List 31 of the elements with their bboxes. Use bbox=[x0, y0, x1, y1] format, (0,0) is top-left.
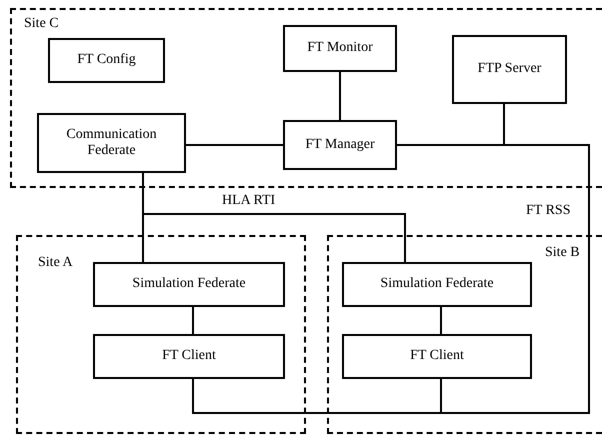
process-box bbox=[48, 38, 165, 83]
process-box bbox=[283, 120, 397, 170]
site-boundary bbox=[327, 235, 602, 434]
site-label: Site C bbox=[24, 16, 59, 32]
process-box bbox=[342, 334, 532, 379]
process-box bbox=[93, 262, 285, 307]
box-label: FT Monitor bbox=[307, 40, 373, 57]
box-label: Simulation Federate bbox=[132, 276, 246, 293]
bus-label: HLA RTI bbox=[222, 193, 276, 209]
site-boundary bbox=[16, 235, 306, 434]
process-box bbox=[283, 25, 397, 72]
process-box bbox=[37, 113, 186, 173]
connector-line bbox=[186, 144, 283, 146]
process-box bbox=[93, 334, 285, 379]
box-label: Communication Federate bbox=[65, 126, 158, 160]
site-label: Site A bbox=[38, 255, 73, 271]
box-label: FTP Server bbox=[478, 61, 542, 78]
bus-label: FT RSS bbox=[526, 203, 570, 219]
site-label: Site B bbox=[545, 245, 580, 261]
site-boundary bbox=[10, 8, 602, 188]
connector-line bbox=[192, 307, 194, 334]
connector-line bbox=[339, 72, 341, 120]
connector-line bbox=[142, 173, 406, 262]
process-box bbox=[452, 35, 567, 104]
process-box bbox=[342, 262, 532, 307]
box-label: FT Client bbox=[410, 348, 464, 365]
box-label: FT Config bbox=[77, 52, 136, 69]
box-label: FT Manager bbox=[305, 136, 375, 154]
box-label: Simulation Federate bbox=[380, 276, 494, 293]
connector-line bbox=[440, 307, 442, 334]
box-label: FT Client bbox=[162, 348, 216, 365]
